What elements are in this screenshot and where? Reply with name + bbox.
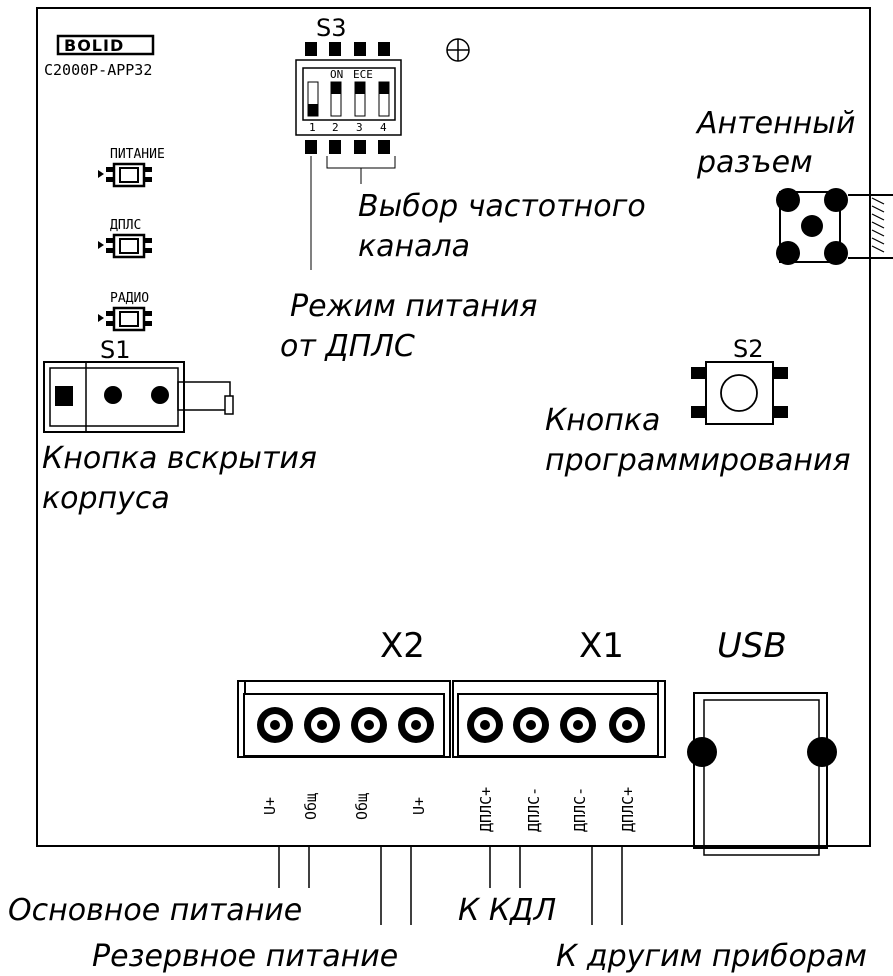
- usb-ref: USB: [717, 626, 787, 666]
- s3-ref: S3: [316, 14, 347, 42]
- power-mode-line1: Режим питания: [290, 289, 537, 324]
- dip-pos-2: 2: [332, 121, 339, 134]
- x2-ref: X2: [380, 626, 425, 666]
- program-button-line1: Кнопка: [545, 403, 660, 438]
- terminal-block-x1: [452, 680, 666, 758]
- freq-select-line1: Выбор частотного: [358, 189, 646, 224]
- antenna-line1: Антенный: [695, 106, 855, 141]
- x2-pin-4: U+: [410, 797, 428, 815]
- s2-ref: S2: [733, 335, 764, 363]
- x2-pin-3: Общ: [353, 793, 371, 820]
- dip-pos-4: 4: [380, 121, 387, 134]
- led-radio-label: РАДИО: [110, 291, 149, 306]
- main-power-label: Основное питание: [8, 893, 302, 928]
- antenna-connector-icon: [776, 188, 893, 265]
- led-power: ПИТАНИЕ: [98, 147, 165, 188]
- x1-pin-2: ДПЛС-: [525, 787, 543, 832]
- model-label: С2000Р-АРР32: [44, 61, 152, 79]
- power-mode-line2: от ДПЛС: [280, 329, 415, 364]
- board-outline: [36, 7, 871, 847]
- s1-ref: S1: [100, 336, 131, 364]
- x1-ref: X1: [579, 626, 624, 666]
- terminal-block-x2: [237, 680, 451, 758]
- x2-pin-1: U+: [261, 797, 279, 815]
- led-dpls: ДПЛС: [98, 218, 152, 259]
- led-power-label: ПИТАНИЕ: [110, 147, 165, 162]
- led-dpls-label: ДПЛС: [110, 218, 141, 233]
- kdl-label: К КДЛ: [458, 893, 556, 928]
- x2-pin-2: Общ: [302, 793, 320, 820]
- dip-on-label: ON: [330, 68, 343, 81]
- other-devices-label: К другим приборам: [556, 939, 867, 974]
- antenna-line2: разъем: [696, 145, 813, 180]
- dip-pos-3: 3: [356, 121, 363, 134]
- program-button-s2: S2: [691, 335, 788, 425]
- brand-logo: BOLID: [64, 36, 124, 55]
- program-button-line2: программирования: [545, 443, 851, 478]
- usb-connector-icon: [687, 692, 837, 856]
- dip-switch-s3: S3 ON ECE 1 2 3 4: [295, 14, 402, 270]
- tamper-switch-s1: S1: [43, 336, 234, 433]
- wire-leads: [278, 846, 623, 925]
- tamper-caption-line2: корпуса: [42, 481, 170, 516]
- x1-pin-4: ДПЛС+: [619, 787, 637, 832]
- x1-pin-1: ДПЛС+: [477, 787, 495, 832]
- brand-block: BOLID С2000Р-АРР32: [44, 34, 155, 79]
- dip-pos-1: 1: [309, 121, 316, 134]
- mounting-hole-icon: [446, 38, 470, 62]
- dip-ece-label: ECE: [353, 68, 373, 81]
- x1-pin-3: ДПЛС-: [571, 787, 589, 832]
- backup-power-label: Резервное питание: [92, 939, 398, 974]
- tamper-caption-line1: Кнопка вскрытия: [42, 441, 317, 476]
- freq-select-line2: канала: [358, 229, 470, 264]
- led-radio: РАДИО: [98, 291, 152, 332]
